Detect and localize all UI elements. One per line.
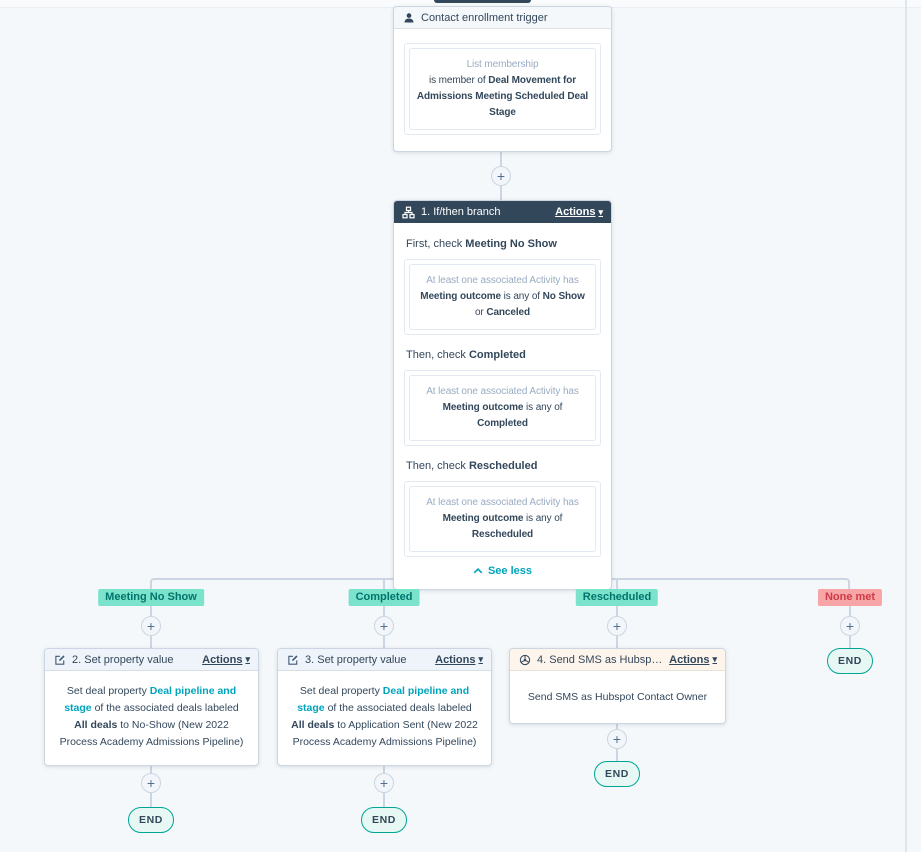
trigger-card-title: Contact enrollment trigger — [421, 11, 548, 24]
action-card-header: 4. Send SMS as Hubspot Contact... Action… — [510, 649, 725, 671]
enrollment-trigger-card[interactable]: Contact enrollment trigger List membersh… — [393, 6, 612, 152]
action2-actions-dropdown[interactable]: Actions▾ — [202, 653, 250, 666]
trigger-card-header: Contact enrollment trigger — [394, 7, 611, 29]
action-card-header: 3. Set property value Actions▾ — [278, 649, 491, 671]
property-link: Deal pipeline and stage — [64, 685, 237, 714]
enrollment-filter-box[interactable]: List membership is member of Deal Moveme… — [404, 43, 601, 135]
ifthen-actions-dropdown[interactable]: Actions▾ — [555, 206, 603, 218]
branch-label-rescheduled: Rescheduled — [575, 589, 659, 606]
insert-action-button[interactable]: + — [374, 616, 394, 636]
branch-label-none-met: None met — [817, 589, 883, 606]
branch-label-completed: Completed — [348, 589, 420, 606]
action3-actions-dropdown[interactable]: Actions▾ — [435, 653, 483, 666]
action-card-title: 3. Set property value — [305, 653, 407, 666]
end-badge: END — [128, 807, 174, 833]
branch-icon — [402, 206, 415, 219]
condition-box[interactable]: At least one associated Activity has Mee… — [404, 259, 601, 335]
ifthen-card-title: 1. If/then branch — [421, 206, 501, 218]
property-link: Deal pipeline and stage — [297, 685, 470, 714]
insert-action-button[interactable]: + — [491, 166, 511, 186]
set-property-card-3[interactable]: 3. Set property value Actions▾ Set deal … — [277, 648, 492, 766]
filter-type-label: List membership — [466, 59, 539, 70]
branch-check-label: Then, check Completed — [406, 349, 526, 361]
see-less-link[interactable]: See less — [404, 565, 601, 577]
chevron-down-icon: ▾ — [712, 654, 717, 664]
filter-clause: is member of Deal Movement for Admission… — [416, 75, 589, 118]
condition-text: Meeting outcome is any of Completed — [442, 402, 563, 429]
action-description: Send SMS as Hubspot Contact Owner — [527, 691, 708, 703]
action-card-title: 2. Set property value — [72, 653, 174, 666]
set-property-card-2[interactable]: 2. Set property value Actions▾ Set deal … — [44, 648, 259, 766]
insert-action-button[interactable]: + — [374, 773, 394, 793]
clipped-toolbar-edge — [434, 0, 531, 3]
edit-icon — [53, 653, 66, 666]
condition-aggregate: At least one associated Activity has — [426, 497, 579, 508]
action-card-title: 4. Send SMS as Hubspot Contact... — [537, 653, 663, 666]
end-badge: END — [827, 648, 873, 674]
ifthen-branch-card[interactable]: 1. If/then branch Actions▾ First, check … — [393, 200, 612, 590]
connector-line — [383, 578, 385, 590]
edit-icon — [286, 653, 299, 666]
end-badge: END — [361, 807, 407, 833]
condition-aggregate: At least one associated Activity has — [426, 386, 579, 397]
canvas-right-border — [905, 0, 907, 852]
action-card-header: 2. Set property value Actions▾ — [45, 649, 258, 671]
chevron-down-icon: ▾ — [478, 654, 483, 664]
insert-action-button[interactable]: + — [607, 616, 627, 636]
integration-wheel-icon — [518, 653, 531, 666]
contact-icon — [402, 11, 415, 24]
condition-text: Meeting outcome is any of Rescheduled — [442, 513, 563, 540]
action-description: Set deal property Deal pipeline and stag… — [59, 685, 244, 748]
chevron-up-icon — [473, 567, 483, 575]
condition-aggregate: At least one associated Activity has — [426, 275, 579, 286]
branch-label-meeting-no-show: Meeting No Show — [98, 589, 204, 606]
condition-box[interactable]: At least one associated Activity has Mee… — [404, 481, 601, 557]
chevron-down-icon: ▾ — [598, 206, 603, 217]
connector-line — [616, 578, 618, 590]
insert-action-button[interactable]: + — [840, 616, 860, 636]
insert-action-button[interactable]: + — [141, 616, 161, 636]
insert-action-button[interactable]: + — [141, 773, 161, 793]
branch-check-label: Then, check Rescheduled — [406, 460, 538, 472]
send-sms-card-4[interactable]: 4. Send SMS as Hubspot Contact... Action… — [509, 648, 726, 724]
insert-action-button[interactable]: + — [607, 729, 627, 749]
action-description: Set deal property Deal pipeline and stag… — [291, 685, 478, 748]
branch-check-label: First, check Meeting No Show — [406, 238, 557, 250]
end-badge: END — [594, 761, 640, 787]
condition-text: Meeting outcome is any of No Show or Can… — [420, 291, 585, 318]
action4-actions-dropdown[interactable]: Actions▾ — [669, 653, 717, 666]
chevron-down-icon: ▾ — [245, 654, 250, 664]
condition-box[interactable]: At least one associated Activity has Mee… — [404, 370, 601, 446]
ifthen-card-header: 1. If/then branch Actions▾ — [394, 201, 611, 223]
